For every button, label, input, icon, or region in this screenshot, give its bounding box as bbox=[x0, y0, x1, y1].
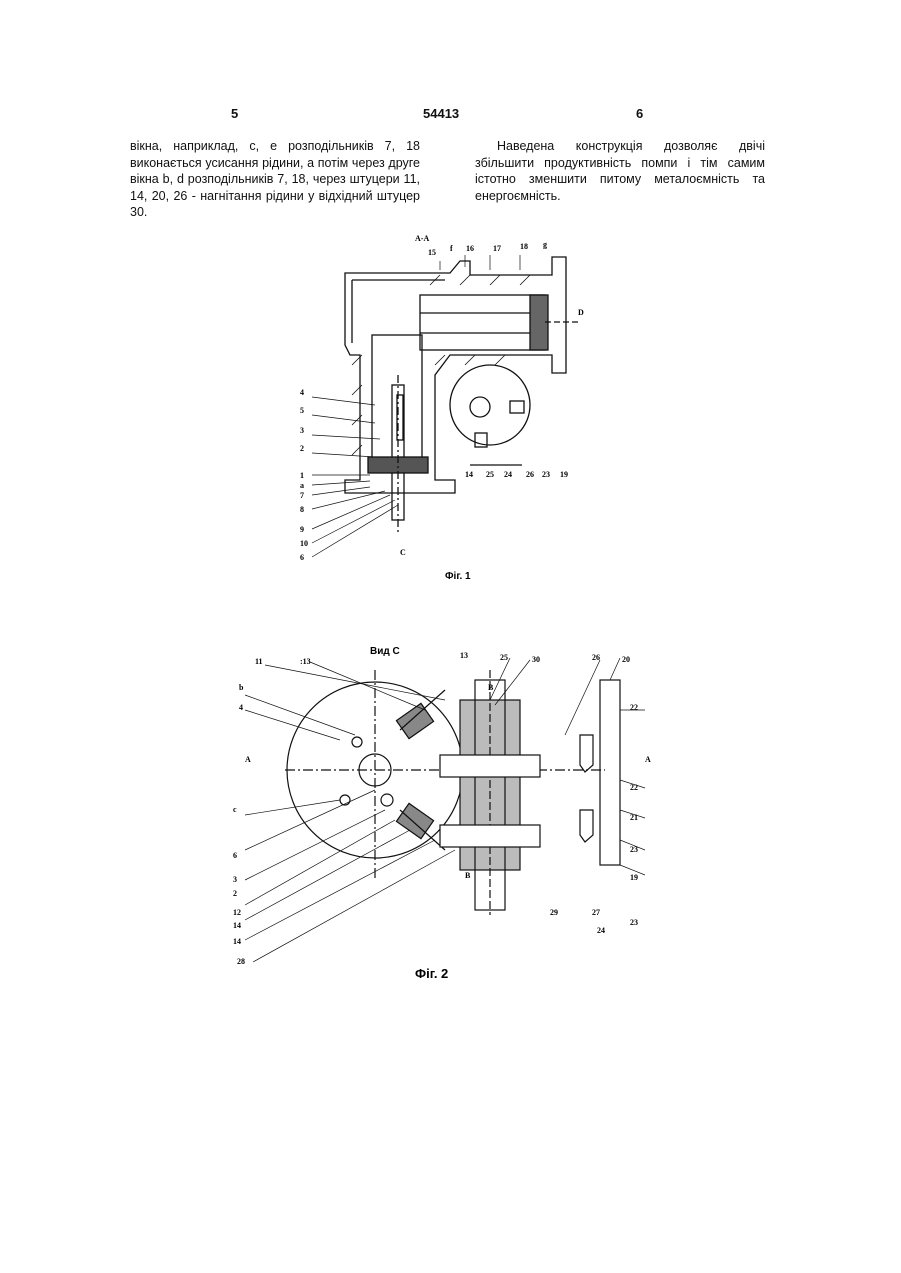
fig2-label-11: 11 bbox=[255, 657, 263, 666]
fig1-label-10: 10 bbox=[300, 539, 308, 548]
fig2-label-c: c bbox=[233, 805, 237, 814]
fig2-label-14a: 14 bbox=[233, 921, 241, 930]
fig1-label-17: 17 bbox=[493, 244, 501, 253]
fig2-label-28: 28 bbox=[237, 957, 245, 966]
fig1-label-C: С bbox=[400, 548, 406, 557]
page-number-right: 6 bbox=[636, 106, 643, 121]
left-paragraph: вікна, наприклад, с, е розподільників 7,… bbox=[130, 138, 420, 221]
fig2-label-22b: 22 bbox=[630, 783, 638, 792]
fig2-label-13a: :13 bbox=[300, 657, 311, 666]
fig1-label-7: 7 bbox=[300, 491, 304, 500]
fig2-label-b: b bbox=[239, 683, 244, 692]
fig1-label-26: 26 bbox=[526, 470, 534, 479]
figure-1-drawing: А-А 15 f 16 17 18 g D 4 5 3 2 1 a 7 8 9 … bbox=[290, 225, 610, 585]
fig2-label-23: 23 bbox=[630, 845, 638, 854]
fig2-label-21: 21 bbox=[630, 813, 638, 822]
fig2-label-29: 29 bbox=[550, 908, 558, 917]
fig1-label-D: D bbox=[578, 308, 584, 317]
fig1-label-a: a bbox=[300, 481, 304, 490]
page-number-left: 5 bbox=[231, 106, 238, 121]
fig2-label-A-right: А bbox=[645, 755, 651, 764]
fig2-label-26: 26 bbox=[592, 653, 600, 662]
fig2-label-B-top: В bbox=[488, 683, 494, 692]
fig2-label-22a: 22 bbox=[630, 703, 638, 712]
fig2-label-4: 4 bbox=[239, 703, 243, 712]
fig1-label-14: 14 bbox=[465, 470, 473, 479]
fig2-view-label: Вид С bbox=[370, 646, 400, 657]
fig1-label-19: 19 bbox=[560, 470, 568, 479]
patent-number: 54413 bbox=[423, 106, 459, 121]
fig1-label-f: f bbox=[450, 244, 453, 253]
fig2-label-A-left: А bbox=[245, 755, 251, 764]
fig2-caption: Фіг. 2 bbox=[415, 966, 448, 981]
figure-2-drawing: Вид С 11 :13 13 25 30 26 20 b 4 А А c В … bbox=[225, 640, 655, 985]
fig2-label-6: 6 bbox=[233, 851, 237, 860]
fig1-label-g: g bbox=[543, 240, 547, 249]
fig1-label-1: 1 bbox=[300, 471, 304, 480]
fig1-label-5: 5 bbox=[300, 406, 304, 415]
fig1-label-15: 15 bbox=[428, 248, 436, 257]
right-paragraph: Наведена конструкція дозволяє двічі збіл… bbox=[475, 138, 765, 204]
fig1-label-9: 9 bbox=[300, 525, 304, 534]
fig1-label-2: 2 bbox=[300, 444, 304, 453]
fig1-label-16: 16 bbox=[466, 244, 474, 253]
fig2-label-2: 2 bbox=[233, 889, 237, 898]
fig2-label-24: 24 bbox=[597, 926, 605, 935]
fig1-label-25: 25 bbox=[486, 470, 494, 479]
fig1-label-8: 8 bbox=[300, 505, 304, 514]
fig1-caption: Фіг. 1 bbox=[445, 571, 471, 582]
fig1-label-6: 6 bbox=[300, 553, 304, 562]
fig2-label-30: 30 bbox=[532, 655, 540, 664]
fig2-label-23b: 23 bbox=[630, 918, 638, 927]
fig2-label-19: 19 bbox=[630, 873, 638, 882]
fig2-label-27: 27 bbox=[592, 908, 600, 917]
left-column-text: вікна, наприклад, с, е розподільників 7,… bbox=[130, 138, 420, 221]
fig1-section-label: А-А bbox=[415, 234, 429, 243]
fig2-label-13: 13 bbox=[460, 651, 468, 660]
fig1-label-23: 23 bbox=[542, 470, 550, 479]
fig2-label-14: 14 bbox=[233, 937, 241, 946]
fig1-label-4: 4 bbox=[300, 388, 304, 397]
right-column-text: Наведена конструкція дозволяє двічі збіл… bbox=[475, 138, 765, 204]
fig2-label-3: 3 bbox=[233, 875, 237, 884]
fig2-label-25: 25 bbox=[500, 653, 508, 662]
fig2-label-12: 12 bbox=[233, 908, 241, 917]
fig1-label-24: 24 bbox=[504, 470, 512, 479]
fig1-label-18: 18 bbox=[520, 242, 528, 251]
fig2-label-20: 20 bbox=[622, 655, 630, 664]
fig1-label-3: 3 bbox=[300, 426, 304, 435]
fig2-label-B-bottom: В bbox=[465, 871, 471, 880]
